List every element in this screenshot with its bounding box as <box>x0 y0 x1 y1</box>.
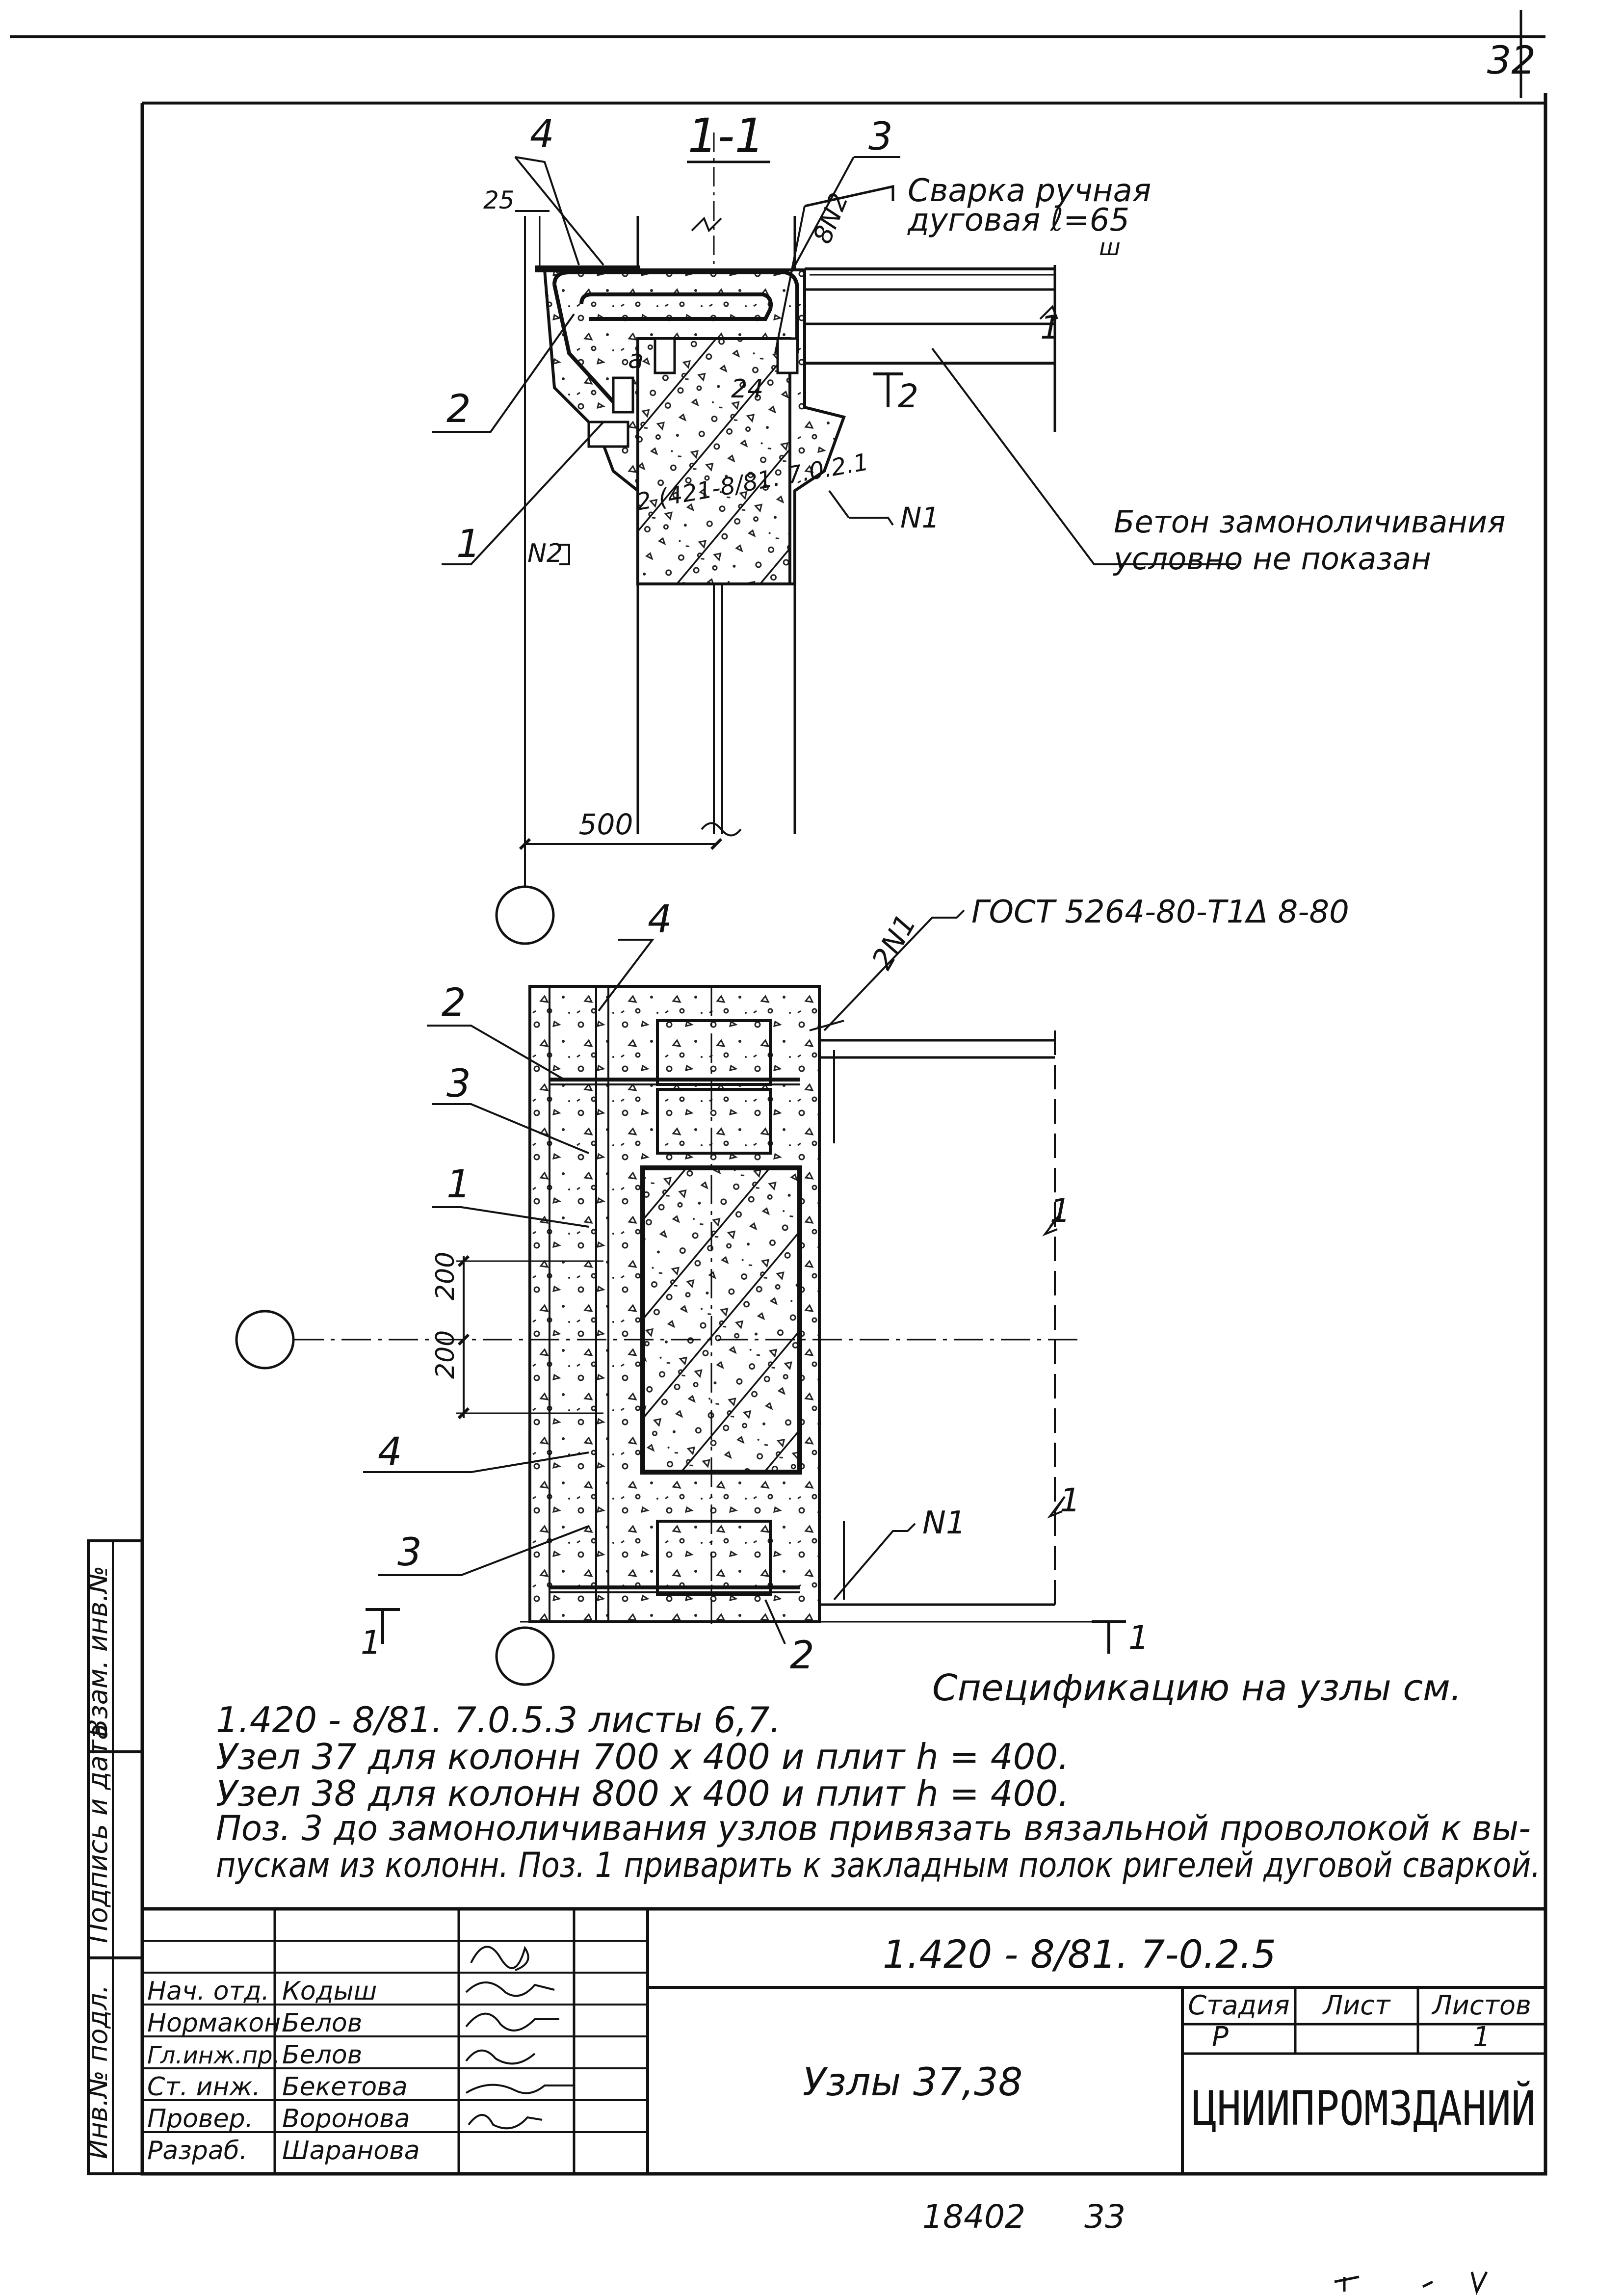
side-inv-podl: Инв.№ подл. <box>82 1985 113 2159</box>
section-1-1 <box>432 132 1236 888</box>
section-label-4: 4 <box>530 112 554 157</box>
role-3: Ст. инж. <box>147 2072 261 2102</box>
axis-bubble-bottom <box>495 1626 555 1686</box>
section-label-1: 1 <box>456 522 481 566</box>
role-1: Нормакон. <box>147 2008 289 2038</box>
plan-label-2: 2 <box>442 981 466 1025</box>
name-3: Бекетова <box>282 2072 408 2102</box>
weld-note-sub: ш <box>1099 234 1121 261</box>
plan-label-3-bot: 3 <box>397 1531 422 1575</box>
plan-label-4-mid: 4 <box>378 1430 402 1474</box>
sheets-value: 1 <box>1473 2021 1491 2053</box>
footer-number: 18402 <box>922 2198 1025 2236</box>
concrete-note-line1: Бетон замоноличивания <box>1114 504 1506 540</box>
axis-bubble-top <box>495 885 555 945</box>
section-mark-n2: N2 <box>527 539 563 568</box>
drawing-title: Узлы 37,38 <box>803 2060 1023 2105</box>
plan-weld-mark: 2N1 <box>865 908 922 975</box>
sheet-header: Лист <box>1322 1990 1391 2021</box>
section-dim-24: 24 <box>731 374 763 404</box>
section-break-1: 1 <box>1040 309 1061 346</box>
name-5: Шаранова <box>282 2136 420 2165</box>
organization: ЦНИИПРОМЗДАНИЙ <box>1192 2081 1536 2136</box>
role-4: Провер. <box>147 2104 253 2134</box>
note-line-2: 1.420 - 8/81. 7.0.5.3 листы 6,7. <box>216 1699 781 1741</box>
section-weld-mark: 8N2 <box>808 189 854 248</box>
doc-code: 1.420 - 8/81. 7-0.2.5 <box>883 1933 1276 1977</box>
section-dim-500: 500 <box>579 808 633 841</box>
plan-dim-200-bot: 200 <box>431 1330 460 1379</box>
plan-mark-n1: N1 <box>922 1505 966 1541</box>
section-label-2: 2 <box>446 387 471 431</box>
concrete-note-line2: условно не показан <box>1113 541 1431 577</box>
stage-header: Стадия <box>1188 1990 1289 2021</box>
plan-label-1: 1 <box>446 1162 471 1207</box>
role-5: Разраб. <box>147 2136 247 2165</box>
sheets-header: Листов <box>1431 1990 1531 2021</box>
weld-note-line1: Сварка ручная <box>908 173 1151 209</box>
side-podpis-data: Подпись и дата <box>82 1724 113 1943</box>
name-0: Кодыш <box>282 1977 377 2006</box>
name-4: Воронова <box>282 2104 410 2134</box>
page-number: 32 <box>1487 39 1536 83</box>
role-0: Нач. отд. <box>147 1977 269 2006</box>
side-vzam-inv: Взам. инв.№ <box>82 1566 113 1737</box>
axis-bubble-left <box>235 1310 295 1370</box>
plan-label-4-top: 4 <box>648 897 672 942</box>
note-line-6: пускам из колонн. Поз. 1 приварить к зак… <box>216 1845 1541 1885</box>
plan-cut-1-left: 1 <box>361 1624 381 1662</box>
plan-gost-ref: ГОСТ 5264-80-Т1Δ 8-80 <box>971 894 1349 930</box>
plan-view <box>294 909 1126 1654</box>
footer-page: 33 <box>1084 2198 1126 2236</box>
plan-cut-1-right: 1 <box>1128 1619 1149 1657</box>
name-2: Белов <box>282 2040 362 2070</box>
plan-dim-200-top: 200 <box>431 1252 460 1300</box>
plan-break-1-top: 1 <box>1050 1192 1071 1230</box>
plan-label-2-bot: 2 <box>790 1634 814 1678</box>
plan-label-3-top: 3 <box>446 1062 471 1106</box>
side-stamp <box>87 1539 144 2175</box>
section-label-3: 3 <box>868 115 893 159</box>
note-line-5: Поз. 3 до замоноличивания узлов привязат… <box>216 1808 1531 1848</box>
scan-artifact-mark <box>1334 2271 1488 2296</box>
section-dim-25: 25 <box>483 186 515 214</box>
weld-note-line2: дуговая ℓ=65 <box>907 202 1129 238</box>
section-title: 1-1 <box>688 108 765 163</box>
section-mark-n1: N1 <box>900 501 940 534</box>
name-1: Белов <box>282 2008 362 2038</box>
role-2: Гл.инж.пр. <box>147 2042 280 2069</box>
note-line-3: Узел 37 для колонн 700 x 400 и плит h = … <box>216 1736 1069 1777</box>
stage-value: Р <box>1212 2021 1229 2053</box>
note-line-4: Узел 38 для колонн 800 x 400 и плит h = … <box>216 1773 1069 1814</box>
section-dim-a: а <box>628 345 644 374</box>
note-line-1: Спецификацию на узлы см. <box>932 1667 1462 1709</box>
title-block <box>140 1907 1547 2176</box>
plan-break-1-bot: 1 <box>1060 1481 1080 1519</box>
section-cut-2: 2 <box>898 377 918 415</box>
